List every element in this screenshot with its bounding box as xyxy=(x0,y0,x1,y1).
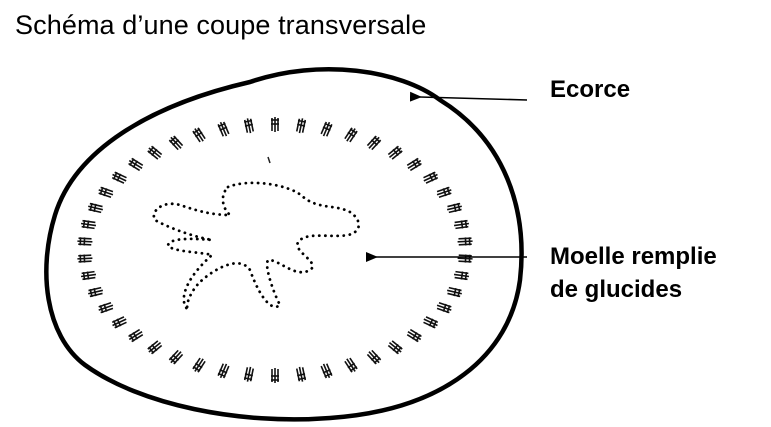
vascular-bundle xyxy=(422,316,439,330)
vascular-bundle xyxy=(87,286,103,297)
vascular-bundle xyxy=(387,339,404,355)
vascular-bundle xyxy=(366,349,382,365)
pith-outline xyxy=(154,183,359,310)
vascular-bundle xyxy=(77,254,92,263)
vascular-bundle xyxy=(457,237,472,246)
vascular-bundle xyxy=(436,186,453,198)
center-mark xyxy=(268,157,270,163)
vascular-bundle-ring xyxy=(77,117,473,383)
vascular-bundle xyxy=(77,237,92,246)
vascular-bundle xyxy=(422,171,439,185)
vascular-bundle xyxy=(127,157,144,172)
vascular-bundle xyxy=(111,171,128,185)
vascular-bundle xyxy=(406,157,423,172)
vascular-bundle xyxy=(97,186,114,198)
vascular-bundle xyxy=(387,145,404,161)
vascular-bundle xyxy=(296,366,307,382)
vascular-bundle xyxy=(406,328,423,343)
vascular-bundle xyxy=(192,357,207,374)
vascular-bundle xyxy=(320,121,333,138)
label-moelle: Moelle remplie de glucides xyxy=(550,240,717,306)
vascular-bundle xyxy=(111,316,128,330)
vascular-bundle xyxy=(366,135,382,151)
vascular-bundle xyxy=(146,339,163,355)
vascular-bundle xyxy=(168,349,184,365)
label-ecorce: Ecorce xyxy=(550,73,630,106)
vascular-bundle xyxy=(271,368,279,383)
vascular-bundle xyxy=(454,270,470,280)
vascular-bundle xyxy=(168,135,184,151)
vascular-bundle xyxy=(81,220,97,230)
vascular-bundle xyxy=(296,118,307,134)
label-moelle-line2: de glucides xyxy=(550,273,717,306)
vascular-bundle xyxy=(457,254,472,263)
vascular-bundle xyxy=(217,362,230,379)
vascular-bundle xyxy=(454,220,470,230)
bark-outline xyxy=(46,69,521,419)
vascular-bundle xyxy=(436,301,453,313)
vascular-bundle xyxy=(81,270,97,280)
vascular-bundle xyxy=(244,366,255,382)
vascular-bundle xyxy=(320,362,333,379)
vascular-bundle xyxy=(446,286,462,297)
vascular-bundle xyxy=(344,126,359,143)
vascular-bundle xyxy=(344,357,359,374)
label-moelle-line1: Moelle remplie xyxy=(550,240,717,273)
vascular-bundle xyxy=(87,202,103,213)
vascular-bundle xyxy=(217,121,230,138)
vascular-bundle xyxy=(244,118,255,134)
vascular-bundle xyxy=(127,328,144,343)
vascular-bundle xyxy=(146,145,163,161)
vascular-bundle xyxy=(192,126,207,143)
vascular-bundle xyxy=(446,202,462,213)
vascular-bundle xyxy=(271,117,279,132)
vascular-bundle xyxy=(97,301,114,313)
